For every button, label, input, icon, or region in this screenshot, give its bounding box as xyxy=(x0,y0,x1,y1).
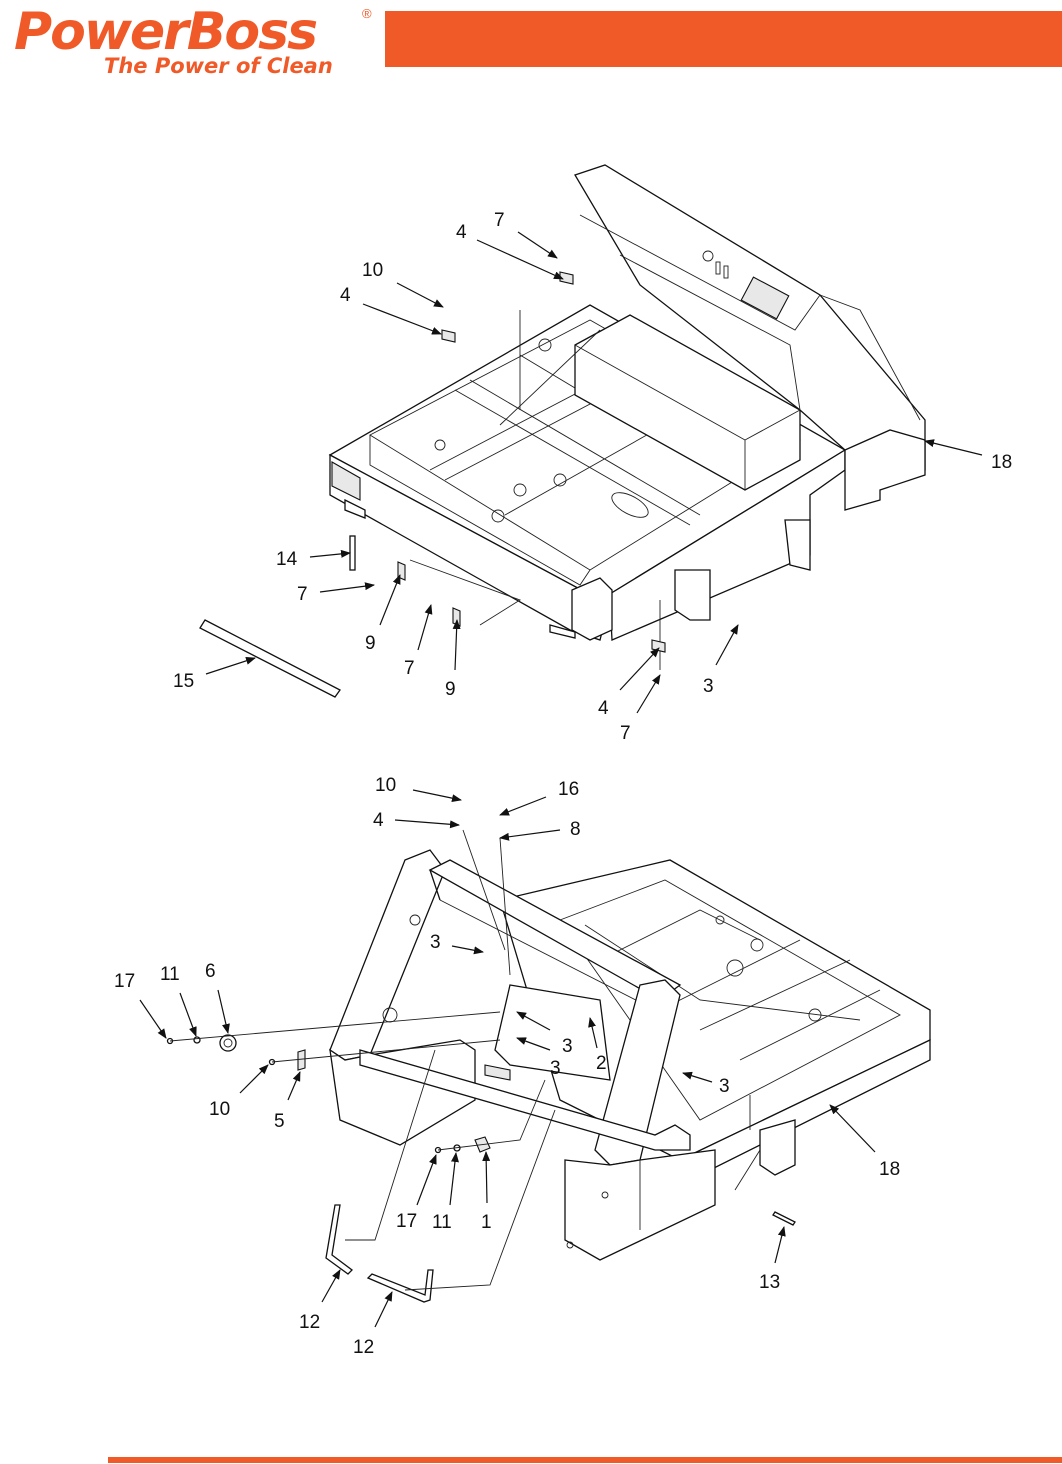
callout-label: 8 xyxy=(570,819,581,840)
callout-label: 12 xyxy=(353,1337,374,1358)
lower-callouts: 10 16 4 8 3 17 11 6 3 3 2 3 10 5 18 17 1… xyxy=(114,775,900,1358)
callout-label: 6 xyxy=(205,961,216,982)
callout-label: 2 xyxy=(596,1053,607,1074)
callout-label: 7 xyxy=(494,210,505,231)
logo-tagline: The Power of Clean xyxy=(104,54,333,78)
callout-label: 3 xyxy=(430,932,441,953)
callout-label: 4 xyxy=(373,810,384,831)
upper-callouts: 7 4 10 4 18 14 7 9 7 9 15 4 7 3 xyxy=(173,210,1012,744)
callout-label: 11 xyxy=(432,1212,452,1233)
callout-label: 7 xyxy=(620,723,631,744)
callout-label: 10 xyxy=(362,260,383,281)
footer-accent-bar xyxy=(108,1457,1062,1463)
callout-label: 4 xyxy=(340,285,351,306)
callout-label: 3 xyxy=(719,1076,730,1097)
callout-label: 4 xyxy=(598,698,609,719)
callout-label: 7 xyxy=(297,584,308,605)
callout-label: 16 xyxy=(558,779,579,800)
callout-label: 11 xyxy=(160,964,180,985)
callout-label: 18 xyxy=(879,1159,900,1180)
callout-label: 14 xyxy=(276,549,298,570)
callout-label: 3 xyxy=(550,1058,561,1079)
lower-leader-lines xyxy=(139,789,876,1328)
callout-label: 4 xyxy=(456,222,467,243)
callout-label: 15 xyxy=(173,671,194,692)
powerboss-logo: PowerBoss ® The Power of Clean xyxy=(12,2,382,80)
callout-label: 18 xyxy=(991,452,1012,473)
callout-label: 1 xyxy=(481,1212,492,1233)
callout-label: 7 xyxy=(404,658,415,679)
callout-label: 3 xyxy=(562,1036,573,1057)
callout-label: 13 xyxy=(759,1272,780,1293)
logo-registered-mark: ® xyxy=(362,6,372,21)
upper-leader-lines xyxy=(205,231,983,714)
callout-label: 10 xyxy=(375,775,396,796)
callout-label: 9 xyxy=(445,679,456,700)
logo-wordmark: PowerBoss xyxy=(14,2,318,62)
callout-label: 10 xyxy=(209,1099,230,1120)
callout-label: 17 xyxy=(114,971,135,992)
callout-label: 9 xyxy=(365,633,376,654)
callout-label: 17 xyxy=(396,1211,417,1232)
callout-label: 12 xyxy=(299,1312,320,1333)
header-accent-bar xyxy=(385,11,1062,67)
callout-label: 5 xyxy=(274,1111,285,1132)
callout-label: 3 xyxy=(703,676,714,697)
lower-frame-drawing xyxy=(166,829,931,1303)
upper-frame-drawing xyxy=(199,164,926,698)
